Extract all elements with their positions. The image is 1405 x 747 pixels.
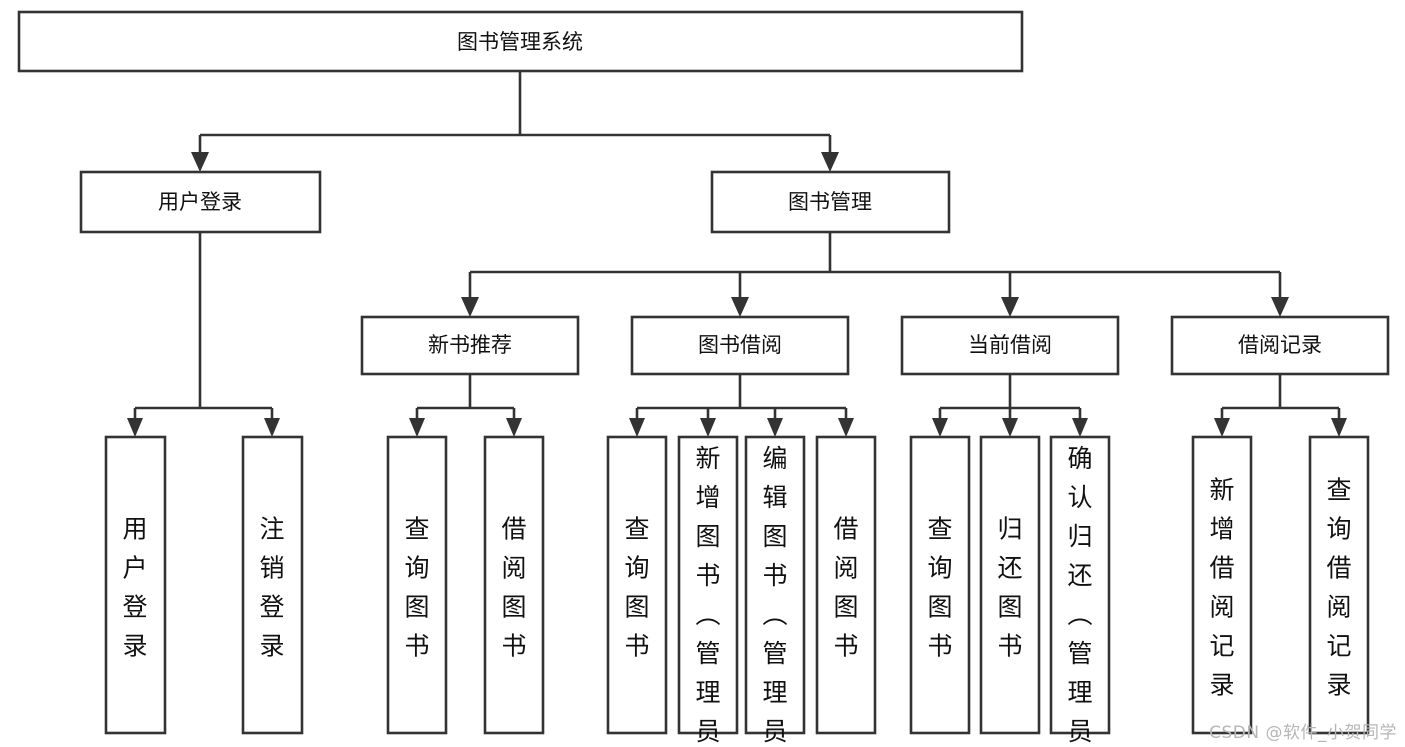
arrow-head-leaf-user-login (127, 418, 143, 437)
node-root-box[interactable] (17, 10, 1024, 73)
leaf-logout-label: 注销登录 (259, 514, 284, 660)
arrow-head-new-book-recommend (461, 297, 479, 317)
leaf-node-borrow-book-2[interactable]: 借阅图书 (815, 435, 877, 735)
arrow-head-leaf-add-record (1214, 418, 1230, 437)
node-root[interactable]: 图书管理系统 (17, 10, 1024, 73)
leaf-add-record-box[interactable] (1191, 435, 1253, 735)
leaf-return-book-label: 归还图书 (997, 514, 1022, 660)
arrow-head-leaf-query-record (1331, 418, 1347, 437)
leaf-node-query-book-2[interactable]: 查询图书 (606, 435, 668, 735)
node-borrow-record[interactable]: 借阅记录 (1170, 315, 1390, 376)
leaf-node-add-record[interactable]: 新增借阅记录 (1191, 435, 1253, 735)
node-book-borrow[interactable]: 图书借阅 (630, 315, 850, 376)
arrow-head-leaf-edit-book (767, 418, 783, 437)
node-new-book-recommend-label: 新书推荐 (428, 333, 512, 357)
arrow-head-leaf-borrow-book-2 (838, 418, 854, 437)
leaf-node-user-login[interactable]: 用户登录 (104, 435, 167, 735)
arrow-head-borrow-record (1271, 297, 1289, 317)
leaf-borrow-book-2-label: 借阅图书 (833, 514, 858, 660)
leaf-node-edit-book[interactable]: 编辑图书︵管理员︶ (744, 435, 806, 747)
leaf-query-book-3-label: 查询图书 (927, 514, 952, 660)
node-current-borrow-label: 当前借阅 (968, 333, 1052, 357)
node-current-borrow-box[interactable] (900, 315, 1120, 376)
leaf-add-book-label: 新增图书︵管理员︶ (695, 444, 720, 747)
leaf-query-record-label: 查询借阅记录 (1326, 475, 1351, 699)
arrow-head-leaf-logout (264, 418, 280, 437)
node-root-label: 图书管理系统 (457, 30, 583, 54)
node-borrow-record-box[interactable] (1170, 315, 1390, 376)
leaf-query-book-1-box[interactable] (386, 435, 448, 735)
node-user-login-label: 用户登录 (158, 190, 242, 214)
leaf-return-book-box[interactable] (979, 435, 1041, 735)
arrow-head-book-borrow (731, 297, 749, 317)
leaf-node-query-book-3[interactable]: 查询图书 (909, 435, 971, 735)
node-borrow-record-label: 借阅记录 (1238, 333, 1322, 357)
node-user-login-box[interactable] (79, 170, 322, 234)
node-book-borrow-label: 图书借阅 (698, 333, 782, 357)
leaf-user-login-box[interactable] (104, 435, 167, 735)
arrow-head-book-manage (821, 152, 839, 172)
arrow-head-leaf-query-book-1 (409, 418, 425, 437)
leaf-confirm-return-box[interactable] (1049, 435, 1111, 735)
leaf-borrow-book-1-label: 借阅图书 (501, 514, 526, 660)
arrow-head-leaf-confirm-return (1072, 418, 1088, 437)
node-book-manage-label: 图书管理 (788, 190, 872, 214)
node-current-borrow[interactable]: 当前借阅 (900, 315, 1120, 376)
arrow-head-current-borrow (1001, 297, 1019, 317)
arrow-head-leaf-query-book-2 (629, 418, 645, 437)
node-book-borrow-box[interactable] (630, 315, 850, 376)
node-book-manage-box[interactable] (710, 170, 951, 234)
leaf-query-book-3-box[interactable] (909, 435, 971, 735)
leaf-query-book-1-label: 查询图书 (404, 514, 429, 660)
leaf-borrow-book-2-box[interactable] (815, 435, 877, 735)
leaf-add-record-label: 新增借阅记录 (1209, 475, 1234, 699)
node-book-manage[interactable]: 图书管理 (710, 170, 951, 234)
leaf-node-return-book[interactable]: 归还图书 (979, 435, 1041, 735)
leaf-logout-box[interactable] (241, 435, 304, 735)
leaf-user-login-label: 用户登录 (122, 514, 147, 660)
leaf-edit-book-label: 编辑图书︵管理员︶ (762, 444, 787, 747)
leaf-confirm-return-label: 确认归还︵管理员︶ (1067, 444, 1092, 747)
arrow-head-leaf-query-book-3 (932, 418, 948, 437)
leaf-query-book-2-box[interactable] (606, 435, 668, 735)
leaf-node-query-record[interactable]: 查询借阅记录 (1308, 435, 1370, 735)
node-user-login[interactable]: 用户登录 (79, 170, 322, 234)
leaf-node-add-book[interactable]: 新增图书︵管理员︶ (677, 435, 739, 747)
node-new-book-recommend-box[interactable] (360, 315, 580, 376)
leaf-node-confirm-return[interactable]: 确认归还︵管理员︶ (1049, 435, 1111, 747)
leaf-node-borrow-book-1[interactable]: 借阅图书 (483, 435, 545, 735)
arrow-head-leaf-add-book (700, 418, 716, 437)
leaf-edit-book-box[interactable] (744, 435, 806, 735)
leaf-node-query-book-1[interactable]: 查询图书 (386, 435, 448, 735)
arrow-head-leaf-borrow-book-1 (506, 418, 522, 437)
leaf-query-book-2-label: 查询图书 (624, 514, 649, 660)
leaf-borrow-book-1-box[interactable] (483, 435, 545, 735)
node-new-book-recommend[interactable]: 新书推荐 (360, 315, 580, 376)
arrow-head-leaf-return-book (1002, 418, 1018, 437)
connector-layer (127, 71, 1347, 437)
leaf-node-logout[interactable]: 注销登录 (241, 435, 304, 735)
leaf-add-book-box[interactable] (677, 435, 739, 735)
arrow-head-user-login (191, 152, 209, 172)
leaf-query-record-box[interactable] (1308, 435, 1370, 735)
